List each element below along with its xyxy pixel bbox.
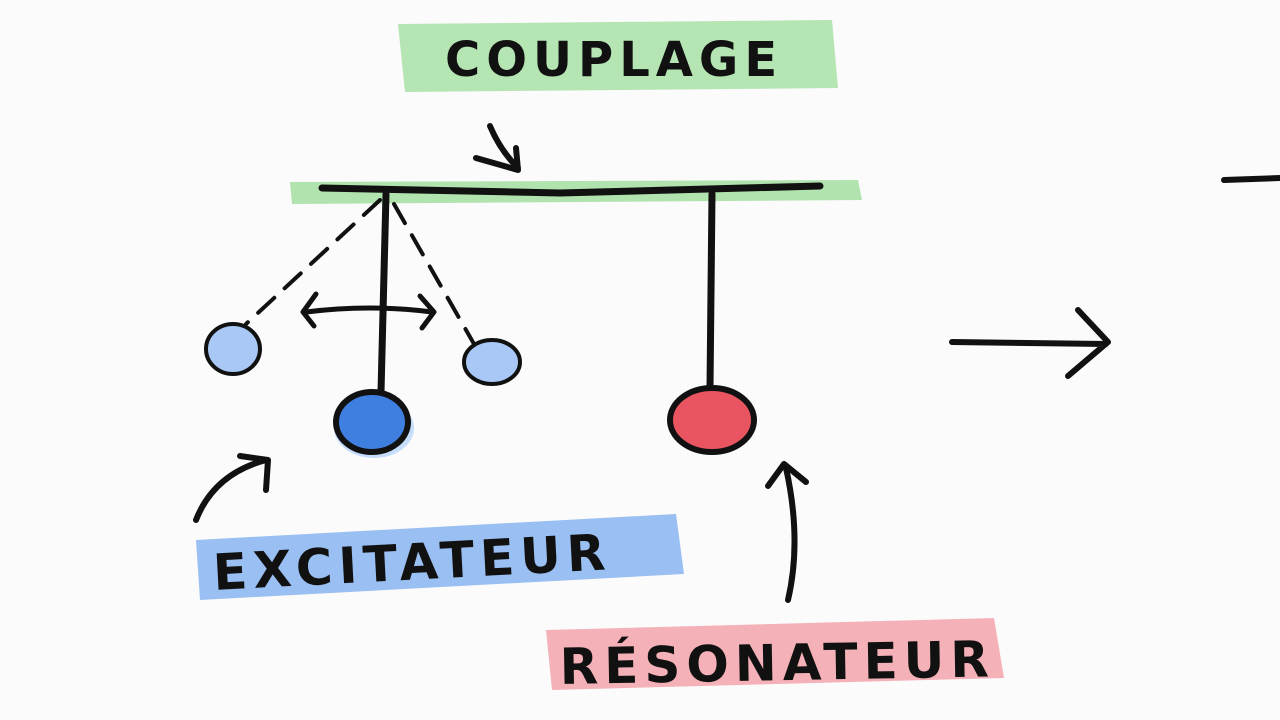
resonator-label-group: RÉSONATEUR (546, 461, 1004, 696)
exciter-pendulum (204, 190, 522, 458)
exciter-ghost-string-left (244, 198, 382, 326)
right-arrow-icon (949, 307, 1111, 379)
coupling-beam (318, 182, 824, 197)
coupling-label: COUPLAGE (445, 32, 783, 88)
exciter-string (377, 190, 390, 396)
resonator-bob (667, 385, 757, 455)
exciter-ghost-bob-right (462, 338, 522, 386)
coupling-highlight (398, 20, 838, 92)
exciter-ghost-bob-left (204, 322, 262, 376)
exciter-bob (333, 389, 411, 455)
resonator-label: RÉSONATEUR (559, 629, 995, 696)
resonator-pendulum (667, 190, 757, 455)
partial-stroke-right-edge (1221, 175, 1280, 183)
curved-arrow-icon (765, 461, 809, 603)
exciter-label-group: EXCITATEUR (193, 453, 684, 602)
exciter-highlight (196, 514, 684, 600)
exciter-label: EXCITATEUR (212, 523, 613, 602)
exciter-ghost-string-right (392, 202, 476, 346)
double-headed-arrow-icon (300, 291, 437, 331)
curved-arrow-icon (473, 123, 521, 173)
curved-arrow-icon (193, 453, 271, 523)
resonator-highlight (546, 618, 1004, 690)
coupling-label-group: COUPLAGE (398, 20, 838, 92)
resonator-string (706, 190, 716, 392)
